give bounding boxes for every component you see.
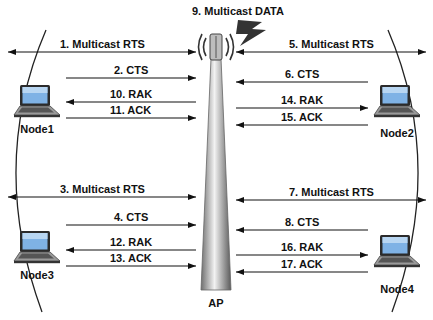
station-node: Node3: [8, 186, 66, 282]
message-arrow: [66, 101, 196, 102]
message-label: 11. ACK: [110, 104, 151, 116]
message-arrow: [236, 199, 426, 200]
message-arrow: [236, 271, 368, 272]
message-label: 15. ACK: [281, 111, 323, 123]
message-label: 14. RAK: [281, 94, 323, 106]
message-arrow: [236, 124, 368, 125]
message-label: 5. Multicast RTS: [289, 38, 374, 50]
message-arrow: [236, 51, 426, 52]
station-node: Node1: [8, 40, 66, 136]
message-label: 8. CTS: [285, 216, 319, 228]
message-arrow: [66, 249, 196, 250]
message-label: 10. RAK: [110, 88, 152, 100]
laptop-icon: [372, 84, 422, 118]
message-arrow: [236, 254, 368, 255]
message-arrow: [8, 51, 196, 52]
title-label: 9. Multicast DATA: [192, 5, 284, 18]
node-name: Node1: [8, 123, 66, 136]
message-arrow: [8, 196, 196, 197]
message-arrow: [66, 224, 196, 225]
station-node: Node4: [368, 190, 426, 296]
access-point: AP: [196, 28, 236, 310]
laptop-icon: [12, 84, 62, 118]
node-name: Node4: [368, 283, 426, 296]
message-label: 17. ACK: [281, 258, 323, 270]
message-label: 16. RAK: [281, 241, 323, 253]
laptop-icon: [12, 230, 62, 264]
message-arrow: [66, 117, 196, 118]
message-label: 12. RAK: [110, 236, 152, 248]
message-label: 6. CTS: [285, 68, 319, 80]
message-arrow: [236, 107, 368, 108]
antenna-tower: [196, 28, 236, 292]
message-label: 3. Multicast RTS: [60, 183, 145, 195]
message-label: 1. Multicast RTS: [60, 38, 145, 50]
lightning-bolt: [236, 20, 266, 46]
message-label: 13. ACK: [110, 252, 152, 264]
message-arrow: [66, 77, 196, 78]
laptop-icon: [372, 234, 422, 268]
message-arrow: [236, 229, 368, 230]
node-name: Node3: [8, 269, 66, 282]
message-label: 2. CTS: [114, 64, 148, 76]
message-label: 7. Multicast RTS: [289, 186, 374, 198]
node-name: AP: [196, 297, 236, 310]
message-arrow: [66, 265, 196, 266]
message-arrow: [236, 81, 368, 82]
message-label: 4. CTS: [114, 211, 148, 223]
range-arc: [388, 30, 418, 312]
node-name: Node2: [368, 127, 426, 140]
station-node: Node2: [368, 40, 426, 140]
